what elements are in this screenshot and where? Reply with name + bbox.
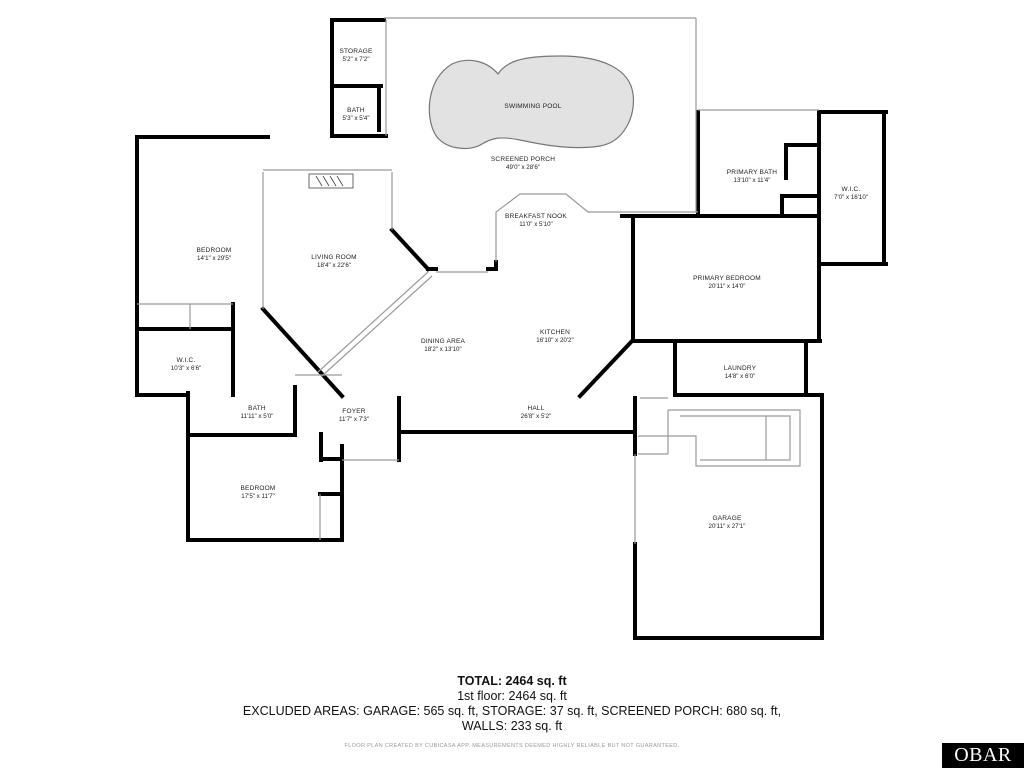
- excluded-areas: EXCLUDED AREAS: GARAGE: 565 sq. ft, STOR…: [242, 704, 782, 718]
- room-name-bedroom-left: BEDROOM: [197, 247, 232, 254]
- room-name-foyer: FOYER: [342, 408, 365, 415]
- room-dimensions-garage: 20'11" x 27'1": [709, 523, 746, 530]
- room-name-bedroom-bottom: BEDROOM: [241, 485, 276, 492]
- room-name-storage: STORAGE: [339, 48, 373, 55]
- total-area: TOTAL: 2464 sq. ft: [457, 674, 567, 688]
- room-name-hall: HALL: [527, 405, 544, 412]
- room-name-pool: SWIMMING POOL: [504, 103, 561, 110]
- room-dimensions-bath-left: 11'11" x 5'0": [240, 413, 273, 420]
- room-dimensions-primary-bedroom: 20'11" x 14'0": [709, 283, 746, 290]
- exterior-walls: [135, 18, 888, 640]
- room-dimensions-hall: 26'8" x 5'2": [521, 413, 552, 420]
- room-dimensions-laundry: 14'8" x 6'0": [725, 373, 756, 380]
- room-name-wic-left: W.I.C.: [177, 357, 196, 364]
- room-dimensions-breakfast-nook: 11'0" x 5'10": [519, 221, 552, 228]
- room-name-bath-top: BATH: [347, 107, 365, 114]
- room-dimensions-bedroom-left: 14'1" x 29'5": [197, 255, 231, 262]
- room-dimensions-storage: 5'2" x 7'2": [342, 56, 369, 63]
- room-name-bath-left: BATH: [248, 405, 266, 412]
- room-dimensions-screened-porch: 49'0" x 28'6": [506, 164, 540, 171]
- room-dimensions-foyer: 11'7" x 7'3": [339, 416, 369, 423]
- room-dimensions-living-room: 18'4" x 22'6": [317, 262, 351, 269]
- room-name-breakfast-nook: BREAKFAST NOOK: [505, 213, 567, 220]
- room-dimensions-dining-area: 18'2" x 13'10": [424, 346, 461, 353]
- thin-walls-and-windows: [137, 17, 819, 544]
- room-dimensions-primary-bath: 13'10" x 11'4": [734, 177, 771, 184]
- room-dimensions-bedroom-bottom: 17'5" x 11'7": [241, 493, 274, 500]
- room-dimensions-wic-right: 7'0" x 16'10": [834, 194, 868, 201]
- disclaimer-text: FLOOR PLAN CREATED BY CUBICASA APP. MEAS…: [344, 743, 680, 749]
- room-name-wic-right: W.I.C.: [842, 186, 861, 193]
- obar-logo: OBAR: [942, 743, 1024, 768]
- room-name-laundry: LAUNDRY: [724, 365, 757, 372]
- fireplace-icon: [308, 173, 354, 189]
- room-name-primary-bath: PRIMARY BATH: [727, 169, 778, 176]
- room-name-primary-bedroom: PRIMARY BEDROOM: [693, 275, 761, 282]
- room-name-garage: GARAGE: [712, 515, 741, 522]
- swimming-pool-shape: [428, 55, 635, 150]
- room-name-living-room: LIVING ROOM: [311, 254, 357, 261]
- floor-area: 1st floor: 2464 sq. ft: [457, 689, 567, 703]
- walls-area: WALLS: 233 sq. ft: [461, 719, 563, 733]
- room-dimensions-bath-top: 5'3" x 5'4": [342, 115, 369, 122]
- room-dimensions-wic-left: 10'3" x 6'6": [171, 365, 202, 372]
- room-name-screened-porch: SCREENED PORCH: [491, 156, 555, 163]
- room-dimensions-kitchen: 16'10" x 20'2": [536, 337, 573, 344]
- room-name-dining-area: DINING AREA: [421, 338, 466, 345]
- room-name-kitchen: KITCHEN: [540, 329, 570, 336]
